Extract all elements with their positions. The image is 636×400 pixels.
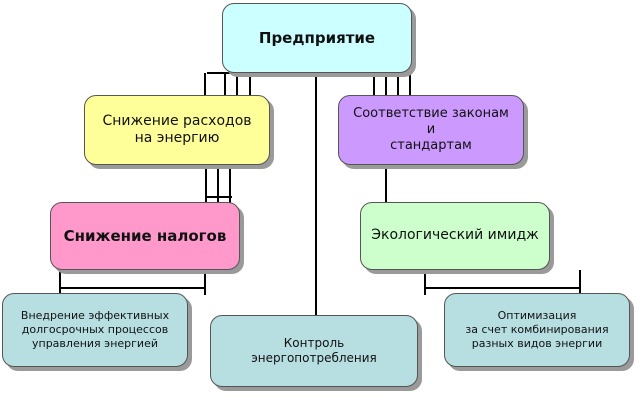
node-energy-management-processes: Внедрение эффективных долгосрочных проце… — [2, 293, 188, 367]
node-law-compliance: Соответствие законам и стандартам — [338, 95, 524, 165]
node-eco-image: Экологический имидж — [360, 202, 550, 270]
node-energy-cost-reduction: Снижение расходов на энергию — [84, 95, 270, 165]
node-energy-optimization: Оптимизация за счет комбинирования разны… — [444, 293, 630, 367]
node-consumption-control: Контроль энергопотребления — [210, 315, 418, 387]
node-tax-reduction: Снижение налогов — [50, 202, 240, 270]
node-enterprise: Предприятие — [222, 3, 412, 73]
